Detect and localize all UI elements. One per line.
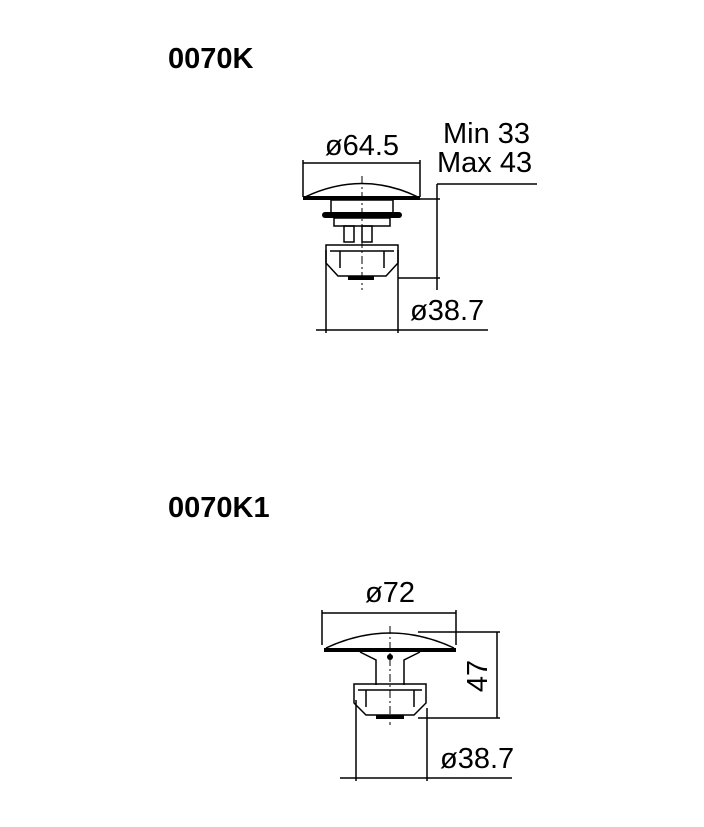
drawing-0070K: 0070K ø64.5 Min 33 Max 43 ø38.7 (168, 43, 537, 333)
model-title: 0070K (168, 43, 254, 75)
dimension-lines (302, 160, 537, 333)
min-height-label: Min 33 (443, 118, 530, 150)
height-label: 47 (462, 660, 494, 692)
model-title: 0070K1 (168, 492, 270, 524)
base-diameter-label: ø38.7 (440, 743, 514, 775)
pop-up-waste-0070K (303, 176, 420, 290)
drawing-0070K1: 0070K1 ø72 47 ø38.7 (168, 492, 514, 781)
cap-diameter-label: ø64.5 (325, 130, 399, 162)
base-diameter-label: ø38.7 (410, 295, 484, 327)
max-height-label: Max 43 (437, 147, 532, 179)
cap-diameter-label: ø72 (365, 577, 415, 609)
pop-up-waste-0070K1 (324, 626, 456, 725)
dimension-lines (321, 610, 512, 781)
